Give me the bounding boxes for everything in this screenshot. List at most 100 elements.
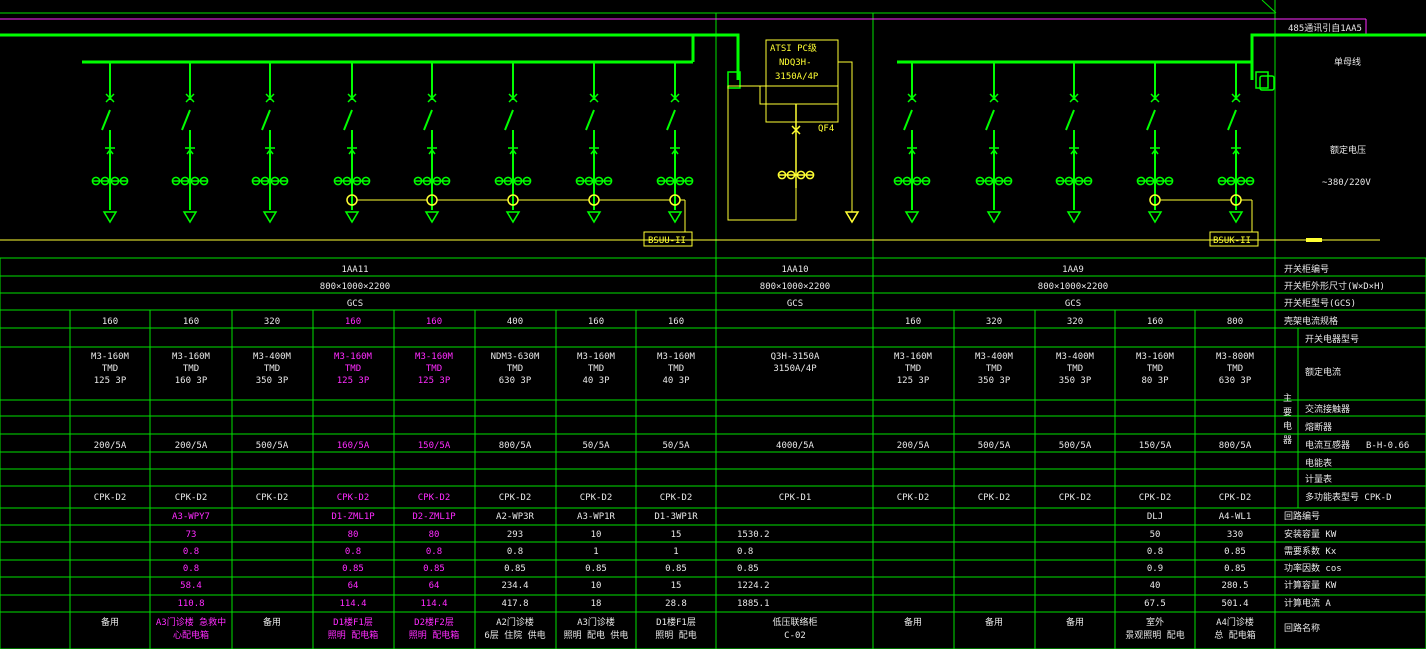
cell-loop: DLJ [1146,512,1164,522]
legend-item-5: 电能表 [1305,459,1333,469]
legend-item-2: 交流接触器 [1305,405,1351,415]
cell-ct: 150/5A [417,441,451,451]
cell-ijs: 417.8 [501,599,529,609]
cell-frame: 160 [1146,317,1164,327]
cell-ct: 50/5A [582,441,610,451]
cell-use: 备用 [903,618,923,628]
cell-ijs: 114.4 [339,599,367,609]
cell-sw-1: TMD [344,364,362,374]
ats-ct-coil [777,170,787,180]
cell-sw-1: 3150A/4P [773,364,817,374]
outgoing-arrow [262,211,278,224]
panel-left-id: 1AA11 [341,265,369,275]
panel-left-size: 800×1000×2200 [319,282,391,292]
outgoing-arrow [424,211,440,224]
breaker-mark [1231,93,1241,103]
cell-cpk: CPK-D2 [1058,493,1092,503]
single-line-diagram [0,0,1426,258]
contact-mark [106,148,114,155]
ct-coil [1236,176,1246,186]
ats-switch [759,85,839,105]
breaker-mark [989,93,999,103]
breaker-mark [1069,93,1079,103]
panel-mid-size: 800×1000×2200 [759,282,831,292]
cell-sw-2: 40 3P [582,376,610,386]
contact-mark [908,148,916,155]
outgoing-arrow [182,211,198,224]
breaker-mark [508,93,518,103]
ats-ct-coil [786,170,796,180]
ct-coil [279,176,289,186]
cell-frame: 160 [667,317,685,327]
cell-kw: 330 [1226,530,1244,540]
legend-use: 回路名称 [1284,624,1321,634]
meter-box-right-frame [1209,231,1259,247]
legend-vertical: 主 要 电 器 [1283,394,1293,446]
ats-arrow [844,211,860,224]
breaker-mark [670,93,680,103]
incoming-bus [1250,33,1426,80]
legend-model: 开关柜型号(GCS) [1284,299,1357,309]
cell-frame: 320 [263,317,281,327]
ct-coil [984,176,994,186]
ats-input-box [1255,71,1269,89]
ats-switch-block [727,39,1275,224]
cell-use2: 心配电箱 [172,631,210,641]
switch-blade [181,109,191,131]
cell-sw-0: M3-160M [415,352,453,362]
ct-coil [522,176,532,186]
cell-frame: 400 [506,317,524,327]
cell-kx: 0.8 [737,547,754,557]
ct-coil [432,176,442,186]
outgoing-arrow [667,211,683,224]
cell-cos: 0.85 [1224,564,1246,574]
legend-kx: 需要系数 Kx [1284,547,1337,557]
cell-kx: 0.8 [506,547,524,557]
cell-use2: 总 配电箱 [1214,631,1256,641]
ct-coil [1155,176,1165,186]
breaker-mark [265,93,275,103]
cell-use2: 照明 配电 [655,631,697,641]
cell-use: D2楼F2层 [414,618,454,628]
legend-item-0: 开关电器型号 [1305,335,1360,345]
cell-frame: 160 [425,317,443,327]
cell-cpk: CPK-D1 [778,493,812,503]
voltage-label: 额定电压 [1330,146,1367,156]
ct-coil [100,176,110,186]
contact-mark [990,148,998,155]
cell-ijs: 28.8 [665,599,687,609]
cell-sw-0: M3-160M [1136,352,1174,362]
legend-kw: 安装容量 KW [1284,530,1337,540]
panel-mid-type: GCS [786,299,804,309]
cell-sw-2: 350 3P [255,376,289,386]
cell-kw: 1530.2 [737,530,770,540]
cell-ijs: 67.5 [1144,599,1166,609]
feeder-5 [413,62,508,224]
cell-sw-2: 350 3P [977,376,1011,386]
cell-ct: 200/5A [93,441,127,451]
cell-cpk: CPK-D2 [255,493,289,503]
outgoing-arrow [505,211,521,224]
cell-sw-2: 125 3P [896,376,930,386]
cell-ct: 4000/5A [776,441,814,451]
breaker-mark [589,93,599,103]
cell-sw-0: M3-160M [657,352,695,362]
cell-use: 备用 [1065,618,1085,628]
ct-coil [994,176,1004,186]
cell-cpk: CPK-D2 [1138,493,1172,503]
ct-coil [494,176,504,186]
cell-kw: 80 [428,530,440,540]
cell-pjs: 1224.2 [737,581,770,591]
cell-sw-0: M3-160M [172,352,210,362]
switch-blade [903,109,913,131]
cell-cos: 0.8 [182,564,200,574]
legend-item-1: 额定电流 [1305,368,1342,378]
contact-mark [428,148,436,155]
voltage-value: ~380/220V [1322,178,1371,188]
cell-cpk: CPK-D2 [93,493,127,503]
cell-sw-1: TMD [1066,364,1084,374]
ats-ct-coil [796,170,806,180]
feeder-1 [91,62,129,224]
ct-coil [1083,176,1093,186]
ct-coil [422,176,432,186]
